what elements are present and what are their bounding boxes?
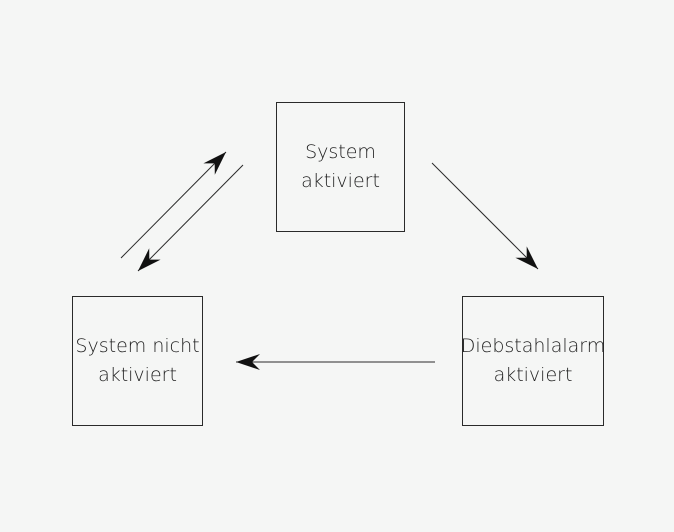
state-system-inactive-line-2: aktiviert — [98, 364, 177, 386]
edge-inactive-to-active — [120, 151, 227, 259]
arrowhead — [236, 354, 260, 370]
edge-active-to-alarm — [431, 162, 539, 270]
arrowhead — [515, 246, 538, 269]
state-system-inactive-line-1: System nicht — [75, 335, 200, 357]
state-system-active-line-1: System — [305, 141, 376, 163]
state-theft-alarm-line-1: Diebstahlalarm — [460, 335, 606, 357]
arrowhead — [138, 248, 161, 271]
state-system-inactive: System nicht aktiviert — [72, 296, 203, 426]
edge-active-to-inactive — [137, 164, 244, 272]
arrowhead — [203, 152, 226, 175]
state-system-active-line-2: aktiviert — [301, 170, 380, 192]
state-theft-alarm-line-2: aktiviert — [493, 364, 573, 386]
state-system-active: System aktiviert — [276, 102, 405, 232]
state-theft-alarm-active: Diebstahlalarm aktiviert — [460, 296, 606, 426]
